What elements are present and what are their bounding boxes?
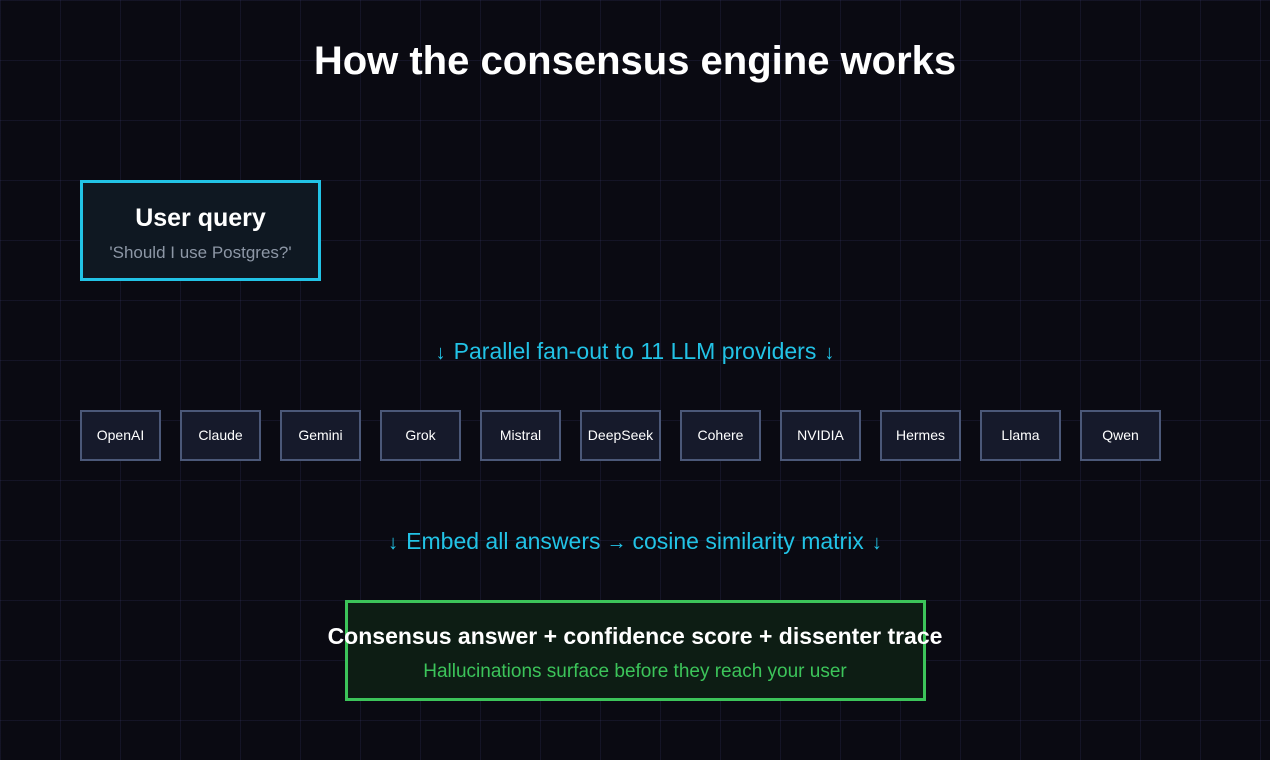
user-query-example: 'Should I use Postgres?' xyxy=(109,243,292,262)
arrow-down-icon: ↓ xyxy=(435,342,446,364)
arrow-down-icon: ↓ xyxy=(824,342,835,364)
user-query-title: User query xyxy=(135,204,266,232)
arrow-down-icon: ↓ xyxy=(871,532,882,554)
provider-box-claude: Claude xyxy=(180,410,261,461)
provider-box-qwen: Qwen xyxy=(1080,410,1161,461)
provider-row: OpenAI Claude Gemini Grok Mistral DeepSeek Coh… xyxy=(80,410,1165,461)
fan-out-step-text: Parallel fan-out to 11 LLM providers xyxy=(453,338,817,364)
fan-out-step-label: ↓ Parallel fan-out to 11 LLM providers ↓ xyxy=(0,337,1270,367)
arrow-down-icon: ↓ xyxy=(388,532,399,554)
provider-box-gemini: Gemini xyxy=(280,410,361,461)
provider-box-openai: OpenAI xyxy=(80,410,161,461)
page-title: How the consensus engine works xyxy=(313,39,957,83)
provider-box-hermes: Hermes xyxy=(880,410,961,461)
consensus-result-title: Consensus answer + confidence score + di… xyxy=(327,623,943,649)
provider-box-grok: Grok xyxy=(380,410,461,461)
embed-step-text-before: Embed all answers xyxy=(406,528,601,554)
provider-box-mistral: Mistral xyxy=(480,410,561,461)
arrow-right-icon: → xyxy=(606,532,627,554)
consensus-result-subtitle: Hallucinations surface before they reach… xyxy=(423,661,847,682)
provider-box-deepseek: DeepSeek xyxy=(580,410,661,461)
consensus-result-node xyxy=(345,600,926,701)
embed-step-label: ↓ Embed all answers→cosine similarity mat… xyxy=(0,527,1270,557)
embed-step-text-after: cosine similarity matrix xyxy=(632,528,864,554)
provider-box-nvidia: NVIDIA xyxy=(780,410,861,461)
provider-box-llama: Llama xyxy=(980,410,1061,461)
provider-box-cohere: Cohere xyxy=(680,410,761,461)
user-query-node: User query 'Should I use Postgres?' xyxy=(80,180,321,281)
